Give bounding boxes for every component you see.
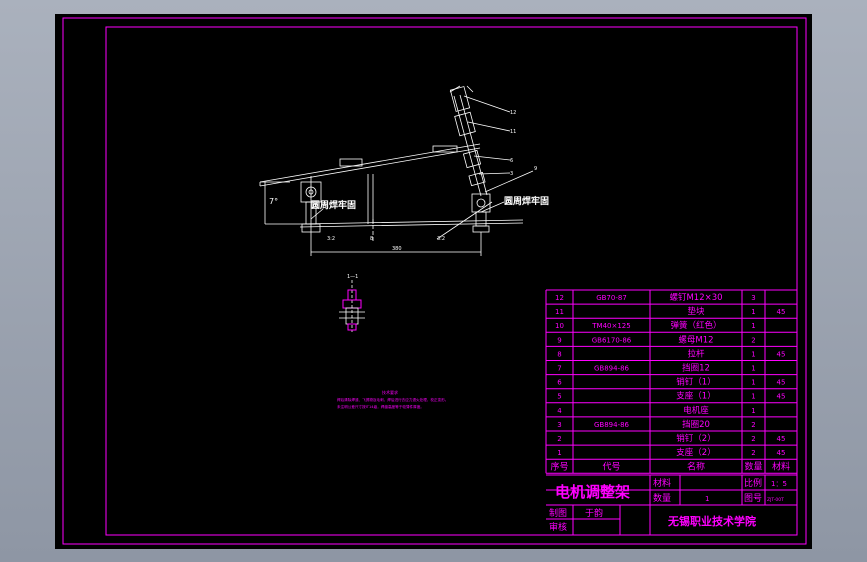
bom-row-code: GB6170-86 xyxy=(592,336,632,344)
inner-frame xyxy=(105,26,798,536)
bom-row-qty: 1 xyxy=(751,379,755,387)
bom-row-qty: 1 xyxy=(751,308,755,316)
drawing-title: 电机调整架 xyxy=(555,483,630,501)
bom-row-material: 45 xyxy=(777,350,786,358)
drawing-no-label: 图号 xyxy=(744,493,762,504)
section-label: 1—1 xyxy=(347,274,358,280)
technical-notes: 技术要求 焊后清除焊渣、飞溅物及毛刺，焊后进行去应力退火处理，校正变形。 未注明… xyxy=(337,389,448,409)
bom-row-qty: 1 xyxy=(751,322,755,330)
notes-title: 技术要求 xyxy=(382,389,398,395)
title-block: 电机调整架 材料 数量 1 比例 1：5 图号 ZJT-00T 制图 于韵 审核… xyxy=(546,474,797,535)
bom-row-seq: 1 xyxy=(557,449,561,457)
bom-row-seq: 5 xyxy=(557,393,561,401)
bom-row-seq: 3 xyxy=(557,421,561,429)
bom-row-qty: 1 xyxy=(751,407,755,415)
bom-row-seq: 12 xyxy=(555,294,564,302)
qty-label: 数量 xyxy=(653,492,671,504)
notes-line-1: 焊后清除焊渣、飞溅物及毛刺，焊后进行去应力退火处理，校正变形。 xyxy=(337,397,448,402)
mark-center: 8 xyxy=(370,236,373,242)
assembly-view xyxy=(259,85,534,256)
mark-left: 3:2 xyxy=(327,236,335,242)
bom-row-code: GB70-87 xyxy=(596,294,627,302)
bom-row-name: 销钉（1） xyxy=(676,377,715,388)
drawn-label: 制图 xyxy=(549,507,567,519)
bom-header-qty: 数量 xyxy=(744,461,762,473)
bom-row-name: 支座（1） xyxy=(676,391,715,402)
bom-row-material: 45 xyxy=(777,379,786,387)
cad-drawing: 圆周焊牢固 圆周焊牢固 7° 380 3:2 3:2 8 12 11 6 3 9 xyxy=(62,17,807,545)
balloon: 12 xyxy=(510,110,516,116)
checked-label: 审核 xyxy=(549,521,567,533)
bom-row-name: 螺母M12 xyxy=(678,334,713,345)
scale-value: 1：5 xyxy=(771,480,787,488)
bom-row-seq: 11 xyxy=(555,308,564,316)
balloon: 9 xyxy=(534,166,537,172)
bom-row-seq: 9 xyxy=(557,336,561,344)
bom-row-name: 挡圈20 xyxy=(682,419,710,430)
bom-row-seq: 10 xyxy=(555,322,564,330)
bom-row-seq: 7 xyxy=(557,365,561,373)
drawn-name: 于韵 xyxy=(585,507,603,519)
bom-row-qty: 2 xyxy=(751,421,755,429)
notes-line-2: 未注明公差尺寸按IT14级，焊缝高度等于较薄件厚度。 xyxy=(337,404,424,409)
bom-row-code: GB894-86 xyxy=(594,365,630,373)
bom-row-qty: 2 xyxy=(751,435,755,443)
angle-label: 7° xyxy=(269,197,278,206)
dim-bottom: 380 xyxy=(392,246,402,252)
bom-row-name: 电机座 xyxy=(683,405,709,416)
bom-row-name: 弹簧（红色） xyxy=(670,320,721,331)
bom-row-code: TM40×125 xyxy=(591,322,630,330)
drawing-no-value: ZJT-00T xyxy=(767,497,784,503)
bom-row-seq: 8 xyxy=(557,350,561,358)
bom-row-qty: 1 xyxy=(751,350,755,358)
bom-row-name: 螺钉M12×30 xyxy=(669,292,722,303)
bom-row-material: 45 xyxy=(777,308,786,316)
bom-row-name: 支座（2） xyxy=(676,447,715,458)
bom-row-name: 挡圈12 xyxy=(682,363,710,374)
school-name: 无锡职业技术学院 xyxy=(667,514,756,528)
bom-header-name: 名称 xyxy=(687,461,705,473)
drawing-sheet[interactable]: 圆周焊牢固 圆周焊牢固 7° 380 3:2 3:2 8 12 11 6 3 9 xyxy=(55,14,812,549)
bom-row-qty: 2 xyxy=(751,336,755,344)
bom-row-seq: 2 xyxy=(557,435,561,443)
balloon: 6 xyxy=(510,158,513,164)
bom-row-qty: 1 xyxy=(751,393,755,401)
bom-row-qty: 3 xyxy=(751,294,755,302)
material-label: 材料 xyxy=(653,477,671,489)
bom-row-material: 45 xyxy=(777,435,786,443)
bom-row-seq: 4 xyxy=(557,407,562,415)
scale-label: 比例 xyxy=(744,477,762,489)
callout-left: 圆周焊牢固 xyxy=(311,199,356,211)
bom-row-seq: 6 xyxy=(557,379,562,387)
bom-row-qty: 1 xyxy=(751,365,755,373)
outer-frame xyxy=(62,17,807,545)
bom-row-material: 45 xyxy=(777,449,786,457)
mark-right: 3:2 xyxy=(437,236,445,242)
bom-header-material: 材料 xyxy=(772,461,790,473)
qty-value: 1 xyxy=(705,495,709,503)
callout-right: 圆周焊牢固 xyxy=(504,195,549,207)
bom-row-code: GB894-86 xyxy=(594,421,630,429)
bom-row-qty: 2 xyxy=(751,449,755,457)
bom-row-material: 45 xyxy=(777,393,786,401)
bom-header-code: 代号 xyxy=(602,462,620,473)
section-view xyxy=(339,280,365,332)
bom-row-name: 垫块 xyxy=(687,306,705,317)
bom-row-name: 拉杆 xyxy=(687,348,705,359)
bom-row-name: 销钉（2） xyxy=(676,433,715,444)
balloon-group: 12 11 6 3 9 xyxy=(510,110,537,177)
balloon: 11 xyxy=(510,129,516,135)
bom-header-seq: 序号 xyxy=(550,461,568,473)
balloon: 3 xyxy=(510,171,513,177)
